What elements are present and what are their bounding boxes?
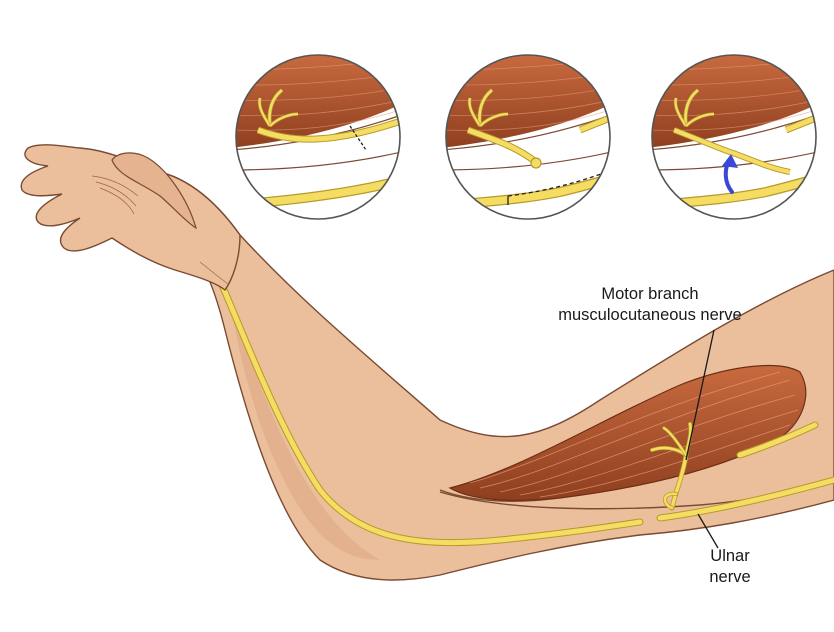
biceps-muscle <box>448 364 807 501</box>
inset-step-2 <box>445 54 611 220</box>
motor-branch-label-line2: musculocutaneous nerve <box>558 306 742 324</box>
ulnar-nerve-path-fill <box>219 282 643 546</box>
arm-illustration <box>20 144 834 581</box>
ulnar-nerve-upper-fill <box>657 477 834 521</box>
ulnar-nerve-label-line2: nerve <box>709 568 751 586</box>
ulnar-nerve-leader <box>697 513 719 549</box>
motor-branch <box>650 422 693 511</box>
ulnar-nerve-label-line1: Ulnar <box>710 547 750 565</box>
hand-creases <box>91 175 229 285</box>
muscle-fibers <box>469 371 799 498</box>
transfer-arrow-head <box>722 154 738 168</box>
hand <box>20 144 241 292</box>
median-nerve-segment-fill <box>737 422 818 458</box>
forearm-shading <box>230 300 380 560</box>
ulnar-nerve-label: Ulnar nerve <box>690 546 770 588</box>
motor-branch-leader <box>685 329 715 461</box>
inset-step-1 <box>235 54 401 220</box>
inset-step-3 <box>651 54 817 220</box>
motor-branch-label: Motor branch musculocutaneous nerve <box>530 284 770 326</box>
motor-branch-label-line1: Motor branch <box>601 285 699 303</box>
thumb <box>111 152 197 230</box>
